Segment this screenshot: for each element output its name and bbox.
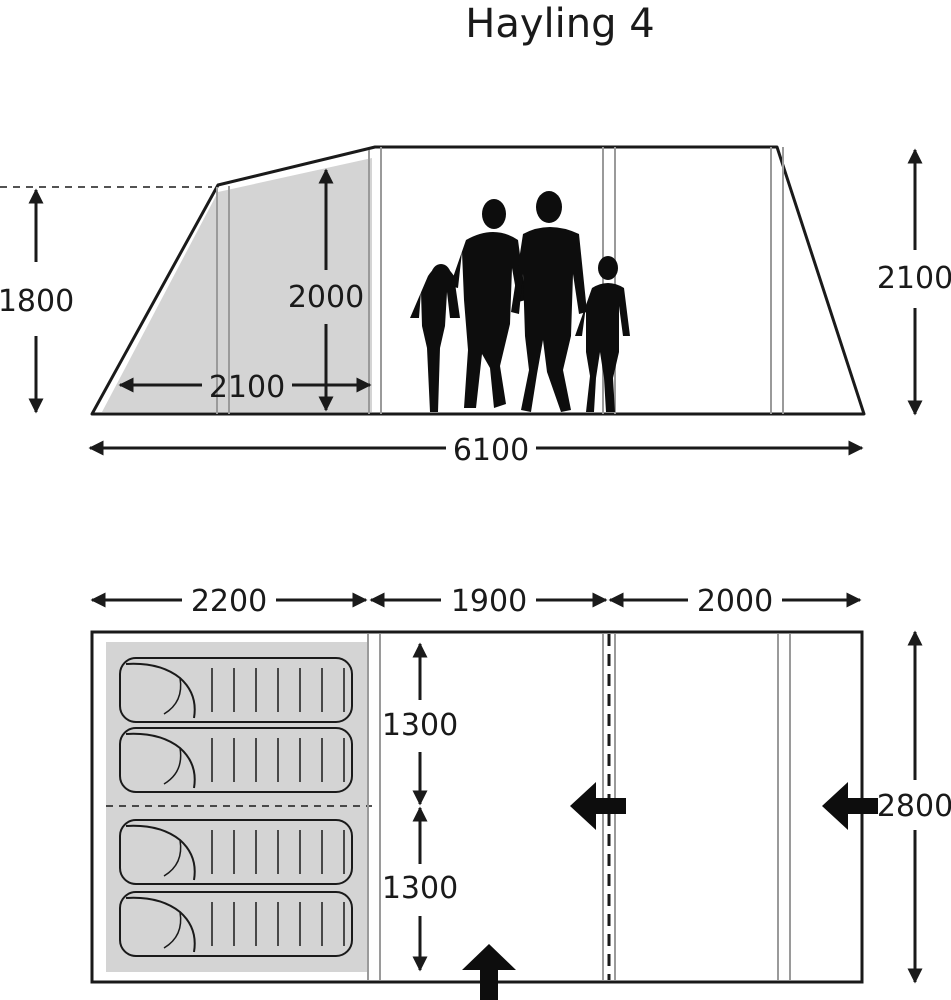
dim-porch-height: 1800 <box>0 284 74 319</box>
family-silhouette <box>410 191 630 412</box>
dim-total-width: 2800 <box>877 789 951 824</box>
side-tent-outline <box>90 145 866 416</box>
sleeping-bag <box>119 819 353 885</box>
person-man <box>511 191 587 412</box>
floor-plan: 2200 1900 2000 1300 1300 2800 <box>90 584 951 1000</box>
dim-berth-width-bottom: 1300 <box>382 871 458 906</box>
dim-bedroom-length: 2100 <box>209 370 285 405</box>
sleeping-bag <box>119 657 353 723</box>
person-girl <box>410 264 460 412</box>
dim-berth-width-top: 1300 <box>382 708 458 743</box>
dim-floor-middle-length: 1900 <box>451 584 527 619</box>
dim-floor-porch-length: 2000 <box>697 584 773 619</box>
sleeping-bags <box>119 657 353 957</box>
person-woman <box>450 199 526 408</box>
dim-total-length: 6100 <box>453 433 529 468</box>
sleeping-bag <box>119 727 353 793</box>
person-boy <box>575 256 630 412</box>
front-door-arrow <box>822 782 878 830</box>
side-bedroom-area <box>102 158 372 412</box>
sleeping-bag <box>119 891 353 957</box>
side-poles <box>216 147 784 414</box>
dim-bedroom-height: 2000 <box>288 280 364 315</box>
side-view: 1800 2000 2100 2100 6100 <box>0 145 951 468</box>
side-door-arrow <box>462 944 516 1000</box>
dim-total-height: 2100 <box>877 261 951 296</box>
dim-floor-bedroom-length: 2200 <box>191 584 267 619</box>
inner-door-arrow <box>570 782 626 830</box>
diagram-title: Hayling 4 <box>465 1 654 47</box>
